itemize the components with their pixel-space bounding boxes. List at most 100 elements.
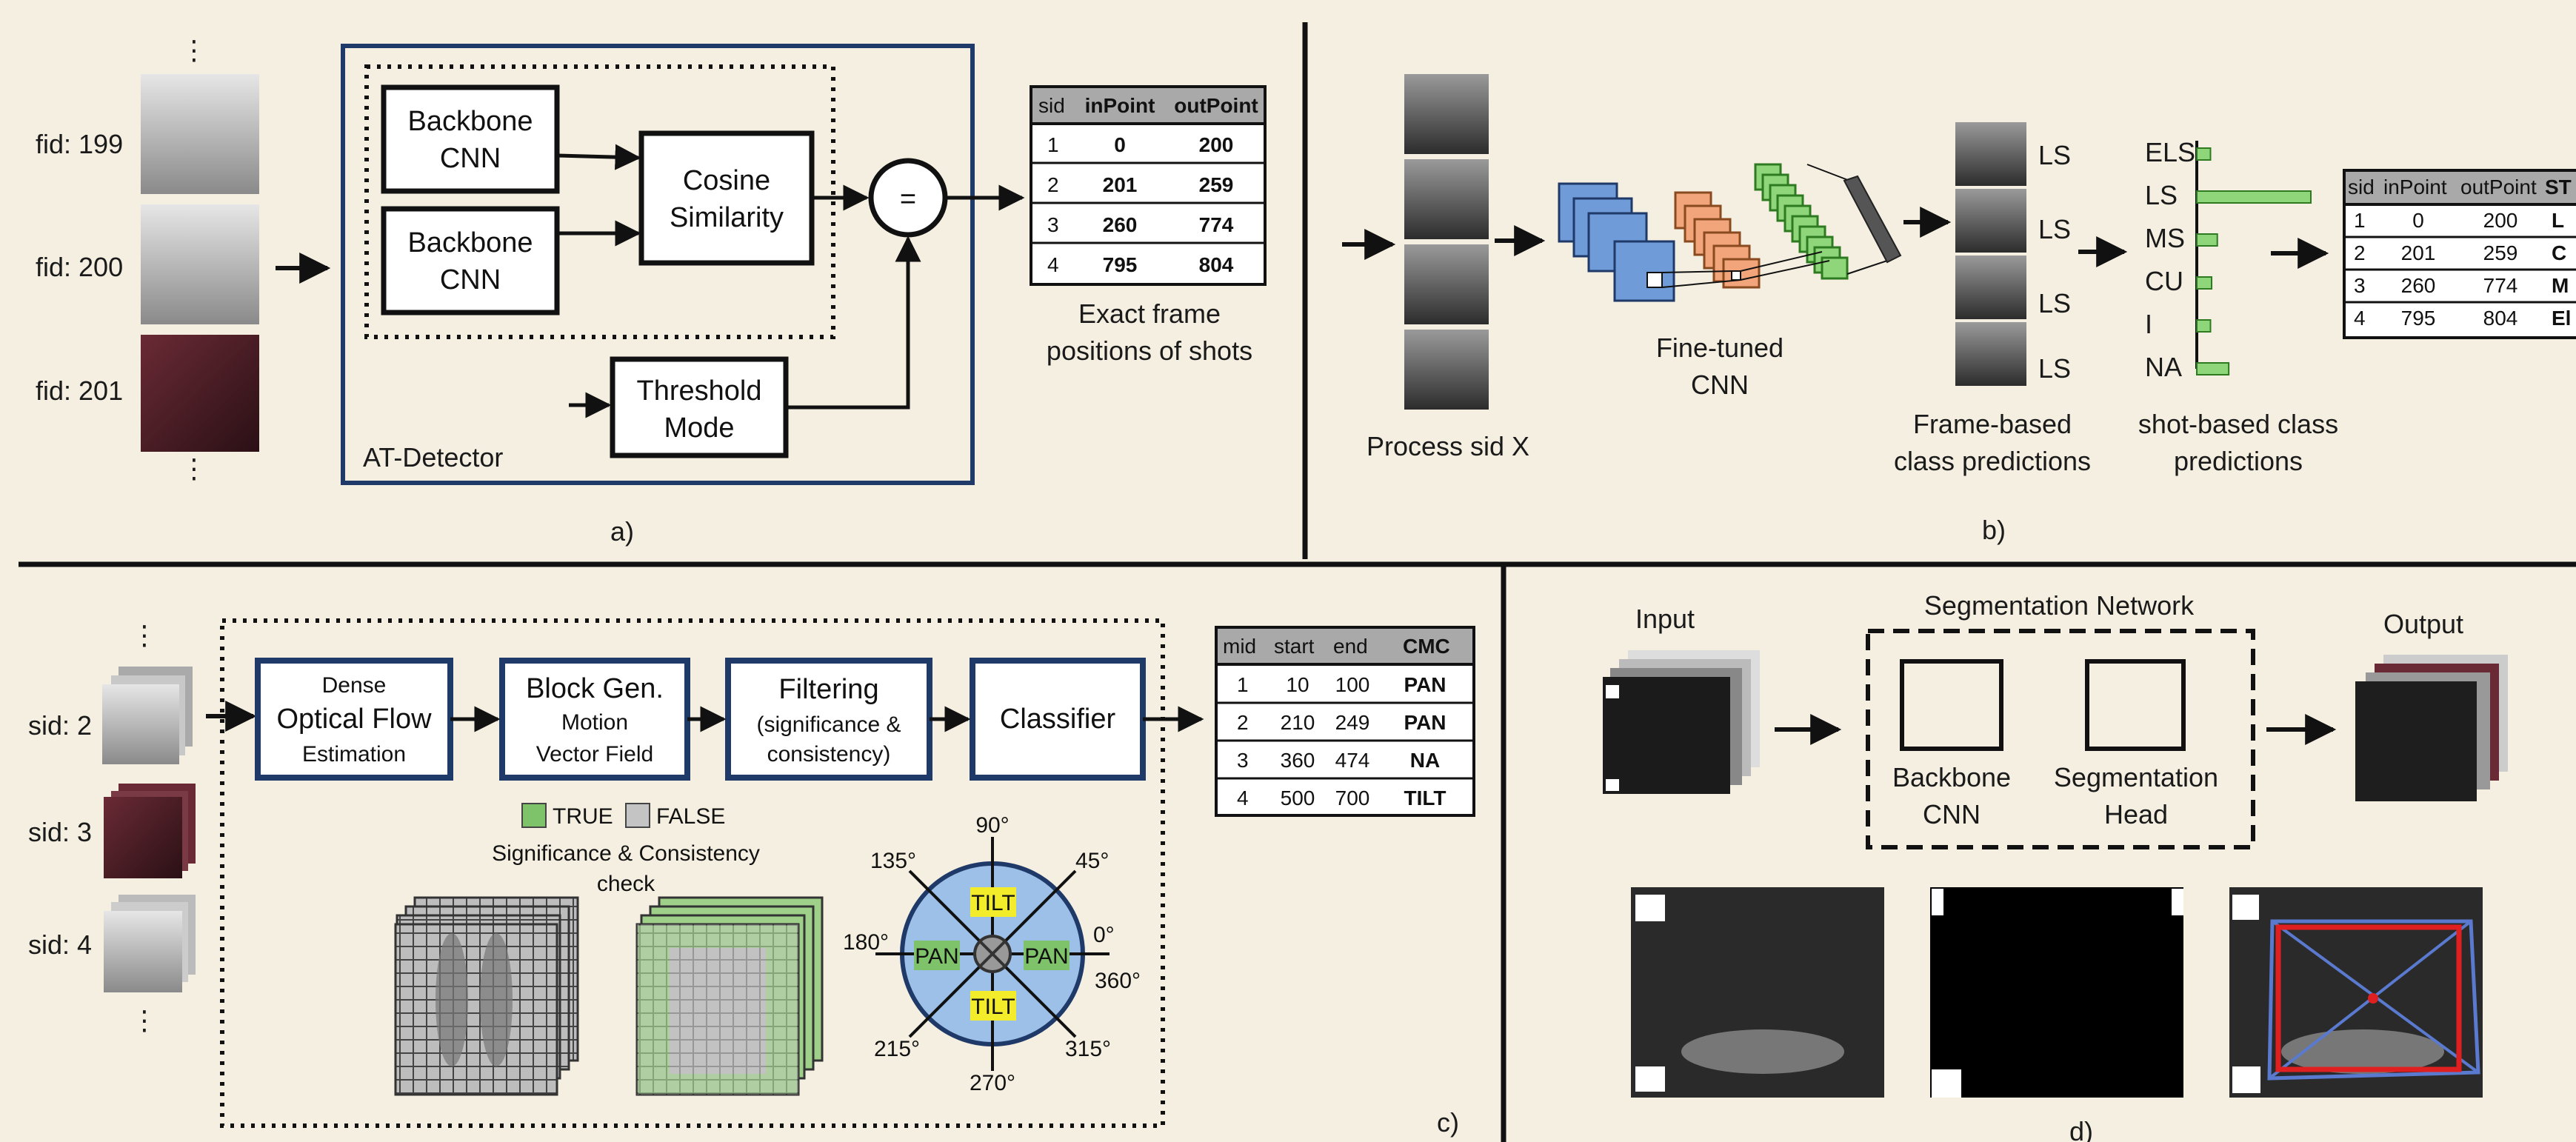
- table-a-cell: 795: [1103, 253, 1138, 276]
- panel-c-label: c): [1437, 1107, 1459, 1138]
- table-b-cell: M: [2552, 274, 2569, 297]
- compass-pan-right: PAN: [1024, 944, 1068, 969]
- table-c-cell: 474: [1335, 749, 1370, 772]
- frame-caption-1: Frame-based: [1913, 409, 2072, 439]
- separators: [19, 22, 2576, 1142]
- network-label: Segmentation Network: [1924, 590, 2195, 621]
- panel-a: ⋮ fid: 199 fid: 200 fid: 201 ⋮ Backbone …: [36, 35, 1267, 547]
- table-b-cell: 774: [2483, 274, 2518, 297]
- legend-true-swatch: [521, 803, 547, 828]
- table-b-cell: C: [2552, 241, 2566, 264]
- table-a-cell: 3: [1047, 213, 1059, 236]
- frame-strip-4: [1404, 330, 1489, 410]
- shot-class-label: MS: [2145, 223, 2185, 253]
- table-b-header: outPoint: [2460, 176, 2537, 198]
- pred-frame-4: [1955, 322, 2026, 386]
- cmc-dotted-box: [220, 618, 1165, 1128]
- backbone1-line1: Backbone: [407, 106, 533, 137]
- angle-270: 270°: [970, 1071, 1015, 1095]
- example-output-frame: [2229, 887, 2483, 1098]
- table-c-header: end: [1333, 635, 1368, 658]
- table-c-cell: 2: [1237, 711, 1249, 734]
- check-caption-1: Significance & Consistency: [492, 841, 760, 866]
- table-b-cell: 1: [2354, 209, 2366, 232]
- box2-line3: Vector Field: [536, 742, 653, 767]
- pred-frame-1: [1955, 122, 2026, 186]
- panel-c: ⋮ sid: 2 sid: 3 sid: 4 ⋮ Dense Optical F…: [28, 618, 1475, 1138]
- shot-caption-1: shot-based class: [2138, 409, 2338, 439]
- input-stack-sid3: [104, 784, 196, 878]
- frame-pred-1: LS: [2038, 140, 2071, 170]
- table-a-cell: 259: [1199, 173, 1234, 196]
- table-c-cell: 1: [1237, 673, 1249, 696]
- table-c-cell: PAN: [1404, 711, 1446, 734]
- panel-a-label: a): [610, 516, 634, 547]
- angle-180: 180°: [843, 930, 889, 955]
- output-image-stack: [2355, 655, 2508, 801]
- motion-grid-stack-gray: [394, 896, 579, 1096]
- table-b-cell: 3: [2354, 274, 2366, 297]
- output-label: Output: [2383, 609, 2463, 639]
- frame-pred-2: LS: [2038, 214, 2071, 244]
- table-b-header: ST: [2545, 176, 2572, 198]
- table-b-header: sid: [2348, 176, 2375, 198]
- frame-thumb-199: [141, 74, 259, 194]
- input-label-sid4: sid: 4: [28, 929, 92, 960]
- motion-compass: [875, 837, 1110, 1071]
- input-stack-sid4: [104, 895, 196, 992]
- table-a-caption-1: Exact frame: [1078, 298, 1221, 329]
- backbone-cnn-box-2: [381, 206, 560, 315]
- shot-class-label: NA: [2145, 352, 2182, 382]
- box1-line3: Estimation: [302, 742, 406, 767]
- cosine-line1: Cosine: [683, 165, 770, 196]
- table-b-cell: 259: [2483, 241, 2518, 264]
- threshold-mode-box: [610, 356, 789, 458]
- table-b-cell: 201: [2401, 241, 2436, 264]
- shot-class-label: LS: [2145, 180, 2178, 210]
- angle-45: 45°: [1075, 849, 1109, 873]
- table-a-cell: 2: [1047, 173, 1059, 196]
- table-c-cell: 360: [1281, 749, 1315, 772]
- siamese-dotted-box: [364, 64, 835, 339]
- table-c-header: start: [1274, 635, 1315, 658]
- compass-tilt-up: TILT: [971, 891, 1015, 915]
- process-sid-label: Process sid X: [1367, 431, 1529, 461]
- table-a-header-inpoint: inPoint: [1085, 94, 1155, 117]
- box3-line3: consistency): [767, 742, 891, 767]
- table-a-cell: 1: [1047, 133, 1059, 156]
- backbone-block: [1900, 659, 2003, 751]
- compass-pan-left: PAN: [915, 944, 958, 969]
- check-caption-2: check: [597, 872, 655, 896]
- backbone-line1: Backbone: [1892, 762, 2011, 792]
- box4-label: Classifier: [1000, 704, 1116, 735]
- table-c-cell: 210: [1281, 711, 1315, 734]
- table-a-cell: 0: [1114, 133, 1126, 156]
- frame-label-200: fid: 200: [36, 252, 123, 282]
- shot-class-bar: [2196, 233, 2218, 247]
- angle-360: 360°: [1095, 969, 1141, 993]
- shot-table-a: sid inPoint outPoint 1 0 200 2 201 259 3…: [1030, 85, 1267, 286]
- threshold-line2: Mode: [664, 413, 734, 444]
- seg-head-block: [2085, 659, 2186, 751]
- box2-line2: Motion: [561, 710, 628, 735]
- frame-label-201: fid: 201: [36, 375, 123, 406]
- frame-label-199: fid: 199: [36, 129, 123, 159]
- filtering-box: [725, 658, 932, 781]
- backbone1-line2: CNN: [440, 143, 501, 174]
- table-a-cell: 201: [1103, 173, 1138, 196]
- table-c-header: mid: [1223, 635, 1256, 658]
- input-label: Input: [1635, 604, 1695, 634]
- frame-pred-3: LS: [2038, 288, 2071, 318]
- panel-d: Input Segmentation Network Backbone CNN …: [1603, 590, 2508, 1142]
- input-stack-sid2: [102, 667, 193, 764]
- panel-b: Process sid X: [1342, 74, 2576, 545]
- segmentation-network-box: [1866, 629, 2255, 849]
- table-b-cell: 0: [2412, 209, 2424, 232]
- table-c-cell: 10: [1286, 673, 1309, 696]
- equals-symbol: =: [900, 184, 916, 215]
- at-detector-box: [341, 44, 975, 485]
- shot-class-bar: [2196, 190, 2312, 204]
- angle-90: 90°: [975, 813, 1009, 838]
- table-b-cell: 200: [2483, 209, 2518, 232]
- table-c-cell: 4: [1237, 787, 1249, 809]
